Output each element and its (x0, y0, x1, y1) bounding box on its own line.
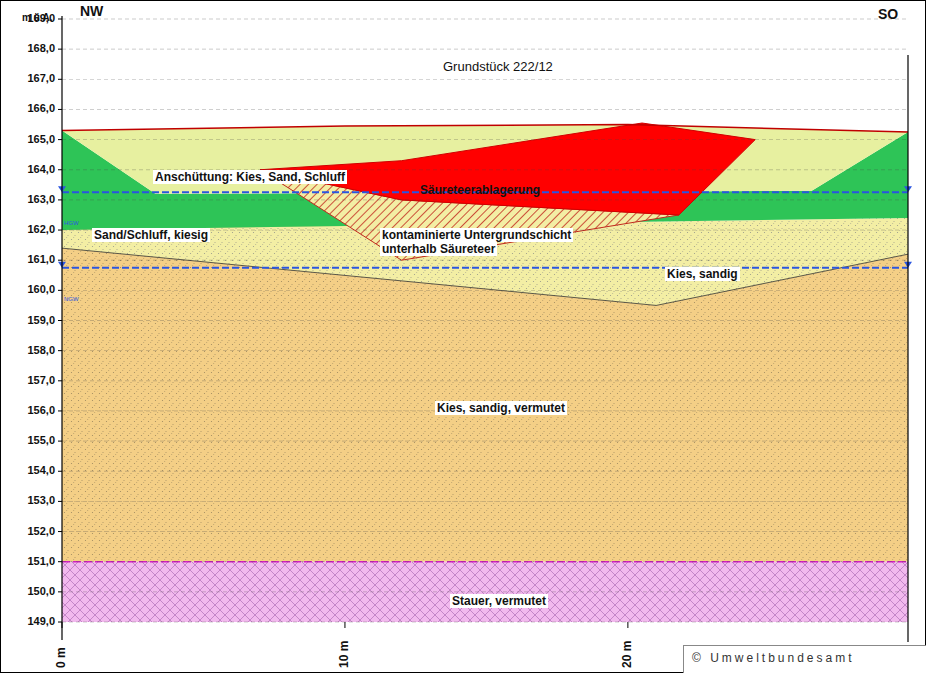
axis (58, 16, 908, 642)
direction-label: NW (80, 3, 103, 19)
elevation-tick: 149,0 (10, 615, 55, 628)
elevation-tick-text: 149,0 (27, 615, 55, 627)
surface-line (62, 125, 908, 133)
elevation-tick: 155,0 (10, 434, 55, 447)
layer-label-text: Stauer, vermutet (450, 594, 548, 608)
distance-tick-text: 20 m (620, 641, 634, 668)
direction-label-text: SO (878, 6, 898, 22)
elevation-tick: 157,0 (10, 374, 55, 387)
layer-label-text: Anschüttung: Kies, Sand, Schluff (153, 170, 347, 184)
layer-label: Säureteerablagerung (420, 184, 540, 198)
elevation-tick-text: 167,0 (27, 72, 55, 84)
elevation-tick: 163,0 (10, 193, 55, 206)
elevation-tick: 166,0 (10, 102, 55, 115)
copyright-text: © Umweltbundesamt (692, 651, 855, 665)
elevation-tick: 162,0 (10, 223, 55, 236)
layer-label: kontaminierte Untergrundschicht unterhal… (380, 229, 625, 257)
distance-tick-text: 0 m (54, 647, 68, 668)
layer-label: Anschüttung: Kies, Sand, Schluff (153, 171, 347, 185)
grid (62, 19, 908, 622)
elevation-tick-text: 168,0 (27, 42, 55, 54)
distance-tick-text: 10 m (337, 641, 351, 668)
elevation-tick: 156,0 (10, 404, 55, 417)
layer-boundary (62, 248, 908, 305)
distance-tick: 10 m (338, 641, 352, 668)
elevation-tick: 154,0 (10, 464, 55, 477)
elevation-tick-text: 150,0 (27, 585, 55, 597)
elevation-tick: 168,0 (10, 42, 55, 55)
layer-label-text: Sand/Schluff, kiesig (92, 228, 210, 242)
parcel-label: Grundstück 222/12 (443, 60, 553, 75)
elevation-tick: 165,0 (10, 133, 55, 146)
layer-label: Stauer, vermutet (450, 595, 548, 609)
layer-label: Sand/Schluff, kiesig (92, 229, 210, 243)
gravel-layer (62, 218, 908, 305)
elevation-tick-text: 161,0 (27, 253, 55, 265)
elevation-tick-text: 155,0 (27, 434, 55, 446)
aquiclude-layer-texture (62, 562, 908, 622)
elevation-tick: 159,0 (10, 314, 55, 327)
elevation-tick: 164,0 (10, 163, 55, 176)
acid-tar-deposit (260, 123, 755, 215)
water-level-label: NGW (64, 296, 79, 303)
elevation-tick: 167,0 (10, 72, 55, 85)
elevation-tick: 161,0 (10, 253, 55, 266)
elevation-tick: 152,0 (10, 525, 55, 538)
elevation-tick-text: 158,0 (27, 344, 55, 356)
copyright: © Umweltbundesamt (692, 652, 855, 666)
layer-boundary (62, 561, 908, 563)
distance-tick: 0 m (55, 647, 69, 668)
elevation-tick-text: 153,0 (27, 494, 55, 506)
elevation-tick-text: 157,0 (27, 374, 55, 386)
layer-label-text: Kies, sandig (665, 267, 740, 281)
water-level-label: HGW (64, 220, 79, 227)
elevation-tick-text: 164,0 (27, 163, 55, 175)
elevation-tick-text: 156,0 (27, 404, 55, 416)
water-level-label-text: HGW (64, 220, 79, 226)
distance-tick: 20 m (621, 641, 635, 668)
water-level-label-text: NGW (64, 296, 79, 302)
elevation-tick: 151,0 (10, 555, 55, 568)
elevation-tick-text: 154,0 (27, 464, 55, 476)
elevation-tick: 169,0 (10, 12, 55, 25)
elevation-tick-text: 151,0 (27, 555, 55, 567)
copyright-box (684, 646, 926, 673)
elevation-tick-text: 166,0 (27, 102, 55, 114)
aquiclude-layer (62, 562, 908, 622)
elevation-tick-text: 162,0 (27, 223, 55, 235)
elevation-tick-text: 160,0 (27, 283, 55, 295)
elevation-tick-text: 163,0 (27, 193, 55, 205)
layer-label: Kies, sandig (665, 268, 740, 282)
direction-label: SO (878, 6, 898, 22)
layer-label-text: Kies, sandig, vermutet (435, 401, 567, 415)
direction-label-text: NW (80, 3, 103, 19)
water-level-line (58, 262, 912, 268)
elevation-tick: 153,0 (10, 494, 55, 507)
parcel-label-text: Grundstück 222/12 (443, 59, 553, 74)
elevation-tick-text: 169,0 (27, 12, 55, 24)
elevation-tick-text: 152,0 (27, 525, 55, 537)
layer-label: Kies, sandig, vermutet (435, 402, 567, 416)
elevation-tick: 160,0 (10, 283, 55, 296)
elevation-tick: 150,0 (10, 585, 55, 598)
layer-label-text: kontaminierte Untergrundschicht unterhal… (380, 228, 573, 256)
elevation-tick-text: 159,0 (27, 314, 55, 326)
elevation-tick-text: 165,0 (27, 133, 55, 145)
layer-label-text: Säureteerablagerung (420, 183, 540, 197)
gravel-layer-texture (62, 218, 908, 305)
elevation-tick: 158,0 (10, 344, 55, 357)
